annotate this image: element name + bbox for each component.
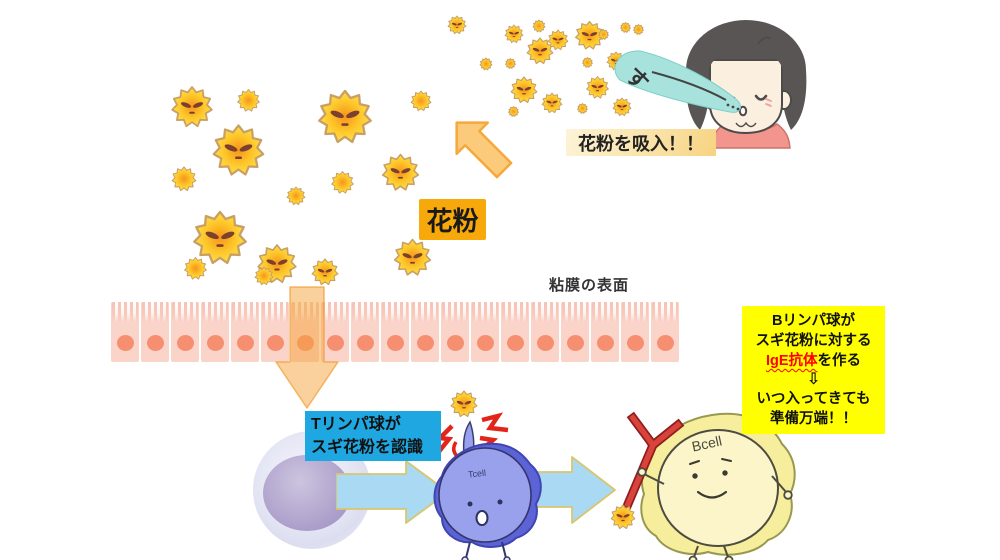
pollen-icon bbox=[583, 73, 612, 107]
pollen-icon bbox=[408, 88, 434, 119]
membrane-cell bbox=[261, 302, 289, 362]
membrane-cell bbox=[201, 302, 229, 362]
pollen-icon bbox=[581, 56, 594, 74]
note-line3: IgE抗体を作る bbox=[744, 351, 883, 371]
t-box-line2: スギ花粉を認識 bbox=[311, 439, 424, 457]
pollen-icon bbox=[311, 83, 379, 156]
membrane-cell bbox=[621, 302, 649, 362]
mouth bbox=[738, 105, 748, 117]
pollen-icon bbox=[181, 254, 210, 288]
pollen-icon bbox=[619, 21, 632, 39]
mucous-membrane bbox=[111, 302, 681, 362]
mouth bbox=[475, 510, 489, 526]
membrane-cell bbox=[351, 302, 379, 362]
membrane-cell bbox=[411, 302, 439, 362]
arrow-down-icon bbox=[275, 286, 339, 409]
pollen-icon bbox=[531, 18, 547, 39]
note-line3-rest: を作る bbox=[817, 353, 862, 369]
pollen-icon bbox=[186, 204, 254, 277]
membrane-cell bbox=[141, 302, 169, 362]
b-cell-label: Bcell bbox=[690, 433, 723, 455]
pollen-icon bbox=[632, 23, 645, 41]
membrane-cell bbox=[441, 302, 469, 362]
pollen-icon bbox=[607, 501, 639, 538]
pollen-icon bbox=[284, 184, 308, 213]
membrane-cell bbox=[501, 302, 529, 362]
pollen-icon bbox=[252, 264, 276, 293]
pollen-icon bbox=[507, 105, 520, 123]
pollen-icon bbox=[166, 81, 218, 138]
arrow-down-left-icon bbox=[455, 121, 513, 179]
t-lymphocyte-character: Tcell bbox=[433, 412, 542, 560]
membrane-cell bbox=[651, 302, 679, 362]
pollen-icon bbox=[571, 17, 608, 59]
note-line5: 準備万端！！ bbox=[770, 411, 857, 428]
breath-swoosh-icon: す bbox=[614, 50, 741, 113]
pollen-icon bbox=[507, 73, 541, 112]
hand bbox=[783, 490, 793, 500]
membrane-label: 粘膜の表面 bbox=[549, 277, 630, 294]
note-line4: いつ入ってきても bbox=[756, 391, 871, 408]
pollen-icon bbox=[377, 149, 424, 201]
collar bbox=[735, 121, 757, 128]
membrane-cell bbox=[111, 302, 139, 362]
pollen-icon bbox=[234, 86, 263, 120]
pollen-icon bbox=[206, 118, 271, 188]
pollen-icon bbox=[539, 90, 565, 121]
smile bbox=[696, 490, 728, 499]
membrane-cell bbox=[381, 302, 409, 362]
pollen-icon bbox=[545, 27, 571, 58]
blush bbox=[765, 98, 772, 107]
cell-body bbox=[657, 429, 779, 547]
pollen-icon bbox=[502, 22, 526, 51]
pollen-icon bbox=[445, 13, 469, 42]
pollen-icon bbox=[610, 95, 634, 124]
cell-body bbox=[438, 447, 532, 543]
t-box-line1: Tリンパ球が bbox=[311, 416, 401, 433]
pollen-icon bbox=[308, 255, 342, 294]
pollen-icon bbox=[597, 28, 610, 46]
inhale-label: 花粉を吸入！！ bbox=[566, 129, 716, 156]
t-cell-label: Tcell bbox=[468, 468, 487, 480]
pollen-icon bbox=[168, 163, 200, 200]
arrow-right-icon bbox=[336, 460, 449, 524]
b-cell-note: Bリンパ球が スギ花粉に対する IgE抗体を作る ⇩ いつ入ってきても 準備万端… bbox=[742, 306, 885, 435]
b-lymphocyte-character: Bcell bbox=[622, 411, 796, 560]
note-line2: スギ花粉に対する bbox=[755, 333, 872, 349]
pollen-icon bbox=[328, 168, 357, 202]
hand bbox=[637, 467, 647, 477]
note-down-arrow: ⇩ bbox=[806, 371, 821, 388]
pollen-icon bbox=[478, 56, 494, 77]
membrane-cell bbox=[531, 302, 559, 362]
membrane-cell bbox=[561, 302, 589, 362]
closed-eye bbox=[754, 94, 768, 101]
ige-text: IgE抗体 bbox=[765, 353, 818, 369]
pollen-icon bbox=[576, 102, 589, 120]
membrane-cell bbox=[471, 302, 499, 362]
pollen-icon bbox=[389, 234, 436, 286]
ige-antibody-icon bbox=[622, 411, 685, 510]
pollen-icon bbox=[504, 57, 517, 75]
membrane-cell bbox=[321, 302, 349, 362]
note-line1: Bリンパ球が bbox=[772, 313, 855, 329]
t-recognition-box: Tリンパ球が スギ花粉を認識 bbox=[305, 411, 441, 461]
pollen-icon bbox=[447, 387, 481, 426]
membrane-cell bbox=[231, 302, 259, 362]
pollen-label: 花粉 bbox=[419, 199, 486, 240]
membrane-cell bbox=[171, 302, 199, 362]
membrane-cell bbox=[591, 302, 619, 362]
